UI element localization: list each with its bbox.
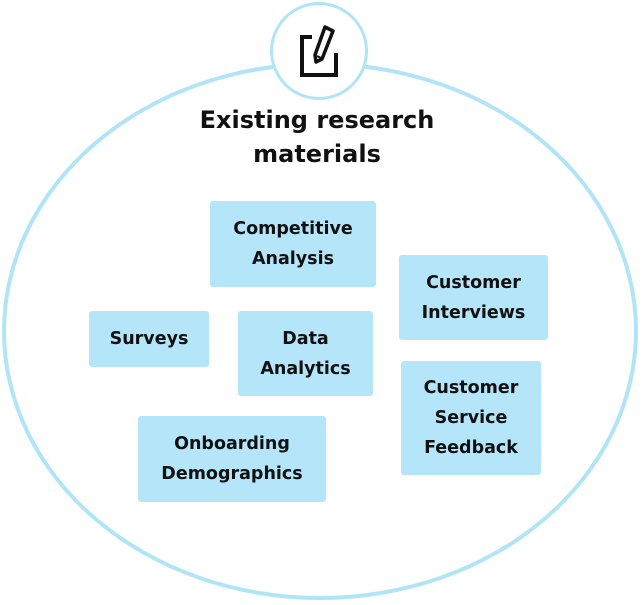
- card-line: Onboarding: [174, 434, 290, 454]
- card-line: Surveys: [109, 329, 189, 349]
- card-line: Service: [434, 408, 508, 428]
- icon-circle: [270, 2, 368, 100]
- card-surveys: Surveys: [89, 311, 209, 367]
- card-line: Customer: [426, 272, 521, 293]
- card-line: Interviews: [421, 302, 526, 323]
- diagram-title: Existing research materials: [150, 103, 484, 171]
- card-line: Feedback: [424, 438, 518, 458]
- card-competitive-analysis: Competitive Analysis: [210, 201, 376, 287]
- card-line: Data: [282, 328, 329, 349]
- edit-document-icon: [300, 25, 338, 77]
- card-data-analytics: Data Analytics: [238, 311, 373, 396]
- card-onboarding-demographics: Onboarding Demographics: [138, 416, 326, 502]
- card-line: Competitive: [233, 219, 353, 239]
- card-line: Analysis: [251, 249, 335, 269]
- title-line-2: materials: [253, 140, 381, 168]
- card-line: Customer: [423, 378, 519, 398]
- card-line: Demographics: [161, 464, 303, 484]
- title-line-1: Existing research: [199, 106, 435, 134]
- card-line: Analytics: [260, 358, 351, 379]
- card-customer-interviews: Customer Interviews: [399, 255, 548, 340]
- card-customer-service-feedback: Customer Service Feedback: [401, 361, 541, 475]
